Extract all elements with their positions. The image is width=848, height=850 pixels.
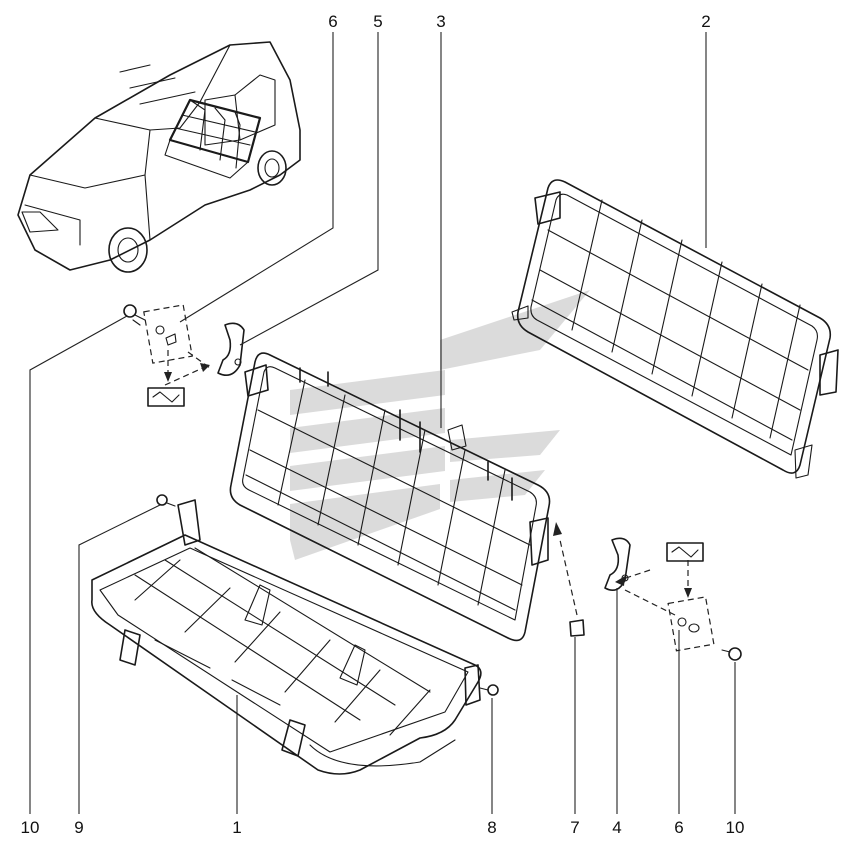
- callout-6-bottom: 6: [674, 818, 683, 837]
- callout-6-top: 6: [328, 12, 337, 31]
- part-2-backrest-frame: [511, 179, 839, 479]
- part-10-bolt-right: [721, 647, 742, 661]
- part-7-clip: [569, 619, 585, 637]
- callout-9: 9: [74, 818, 83, 837]
- label-tag-left: [147, 387, 185, 407]
- callout-10-right: 10: [726, 818, 745, 837]
- leader-lines: [29, 32, 736, 814]
- callout-2: 2: [701, 12, 710, 31]
- part-3-backrest-frame: [229, 352, 551, 642]
- part-1-seat-frame: [91, 499, 482, 775]
- callout-3: 3: [436, 12, 445, 31]
- part-8-bolt: [479, 684, 499, 696]
- car-illustration: [17, 41, 301, 273]
- part-6-fastener-group-right: [667, 596, 715, 652]
- part-10-bolt-left: [123, 304, 146, 326]
- part-9-bolt: [156, 494, 176, 507]
- part-5-hook-left: [217, 322, 245, 376]
- callout-8: 8: [487, 818, 496, 837]
- assembly-arrows: [164, 350, 692, 616]
- callout-7: 7: [570, 818, 579, 837]
- callout-10-left: 10: [21, 818, 40, 837]
- callout-5: 5: [373, 12, 382, 31]
- callouts-bottom: 10 9 1 8 7 4 6 10: [21, 818, 745, 837]
- watermark-logo: [290, 290, 590, 560]
- callout-1: 1: [232, 818, 241, 837]
- label-tag-right: [666, 542, 704, 562]
- part-6-fastener-group-left: [143, 304, 193, 364]
- callout-4: 4: [612, 818, 621, 837]
- callouts-top: 6 5 3 2: [328, 12, 710, 31]
